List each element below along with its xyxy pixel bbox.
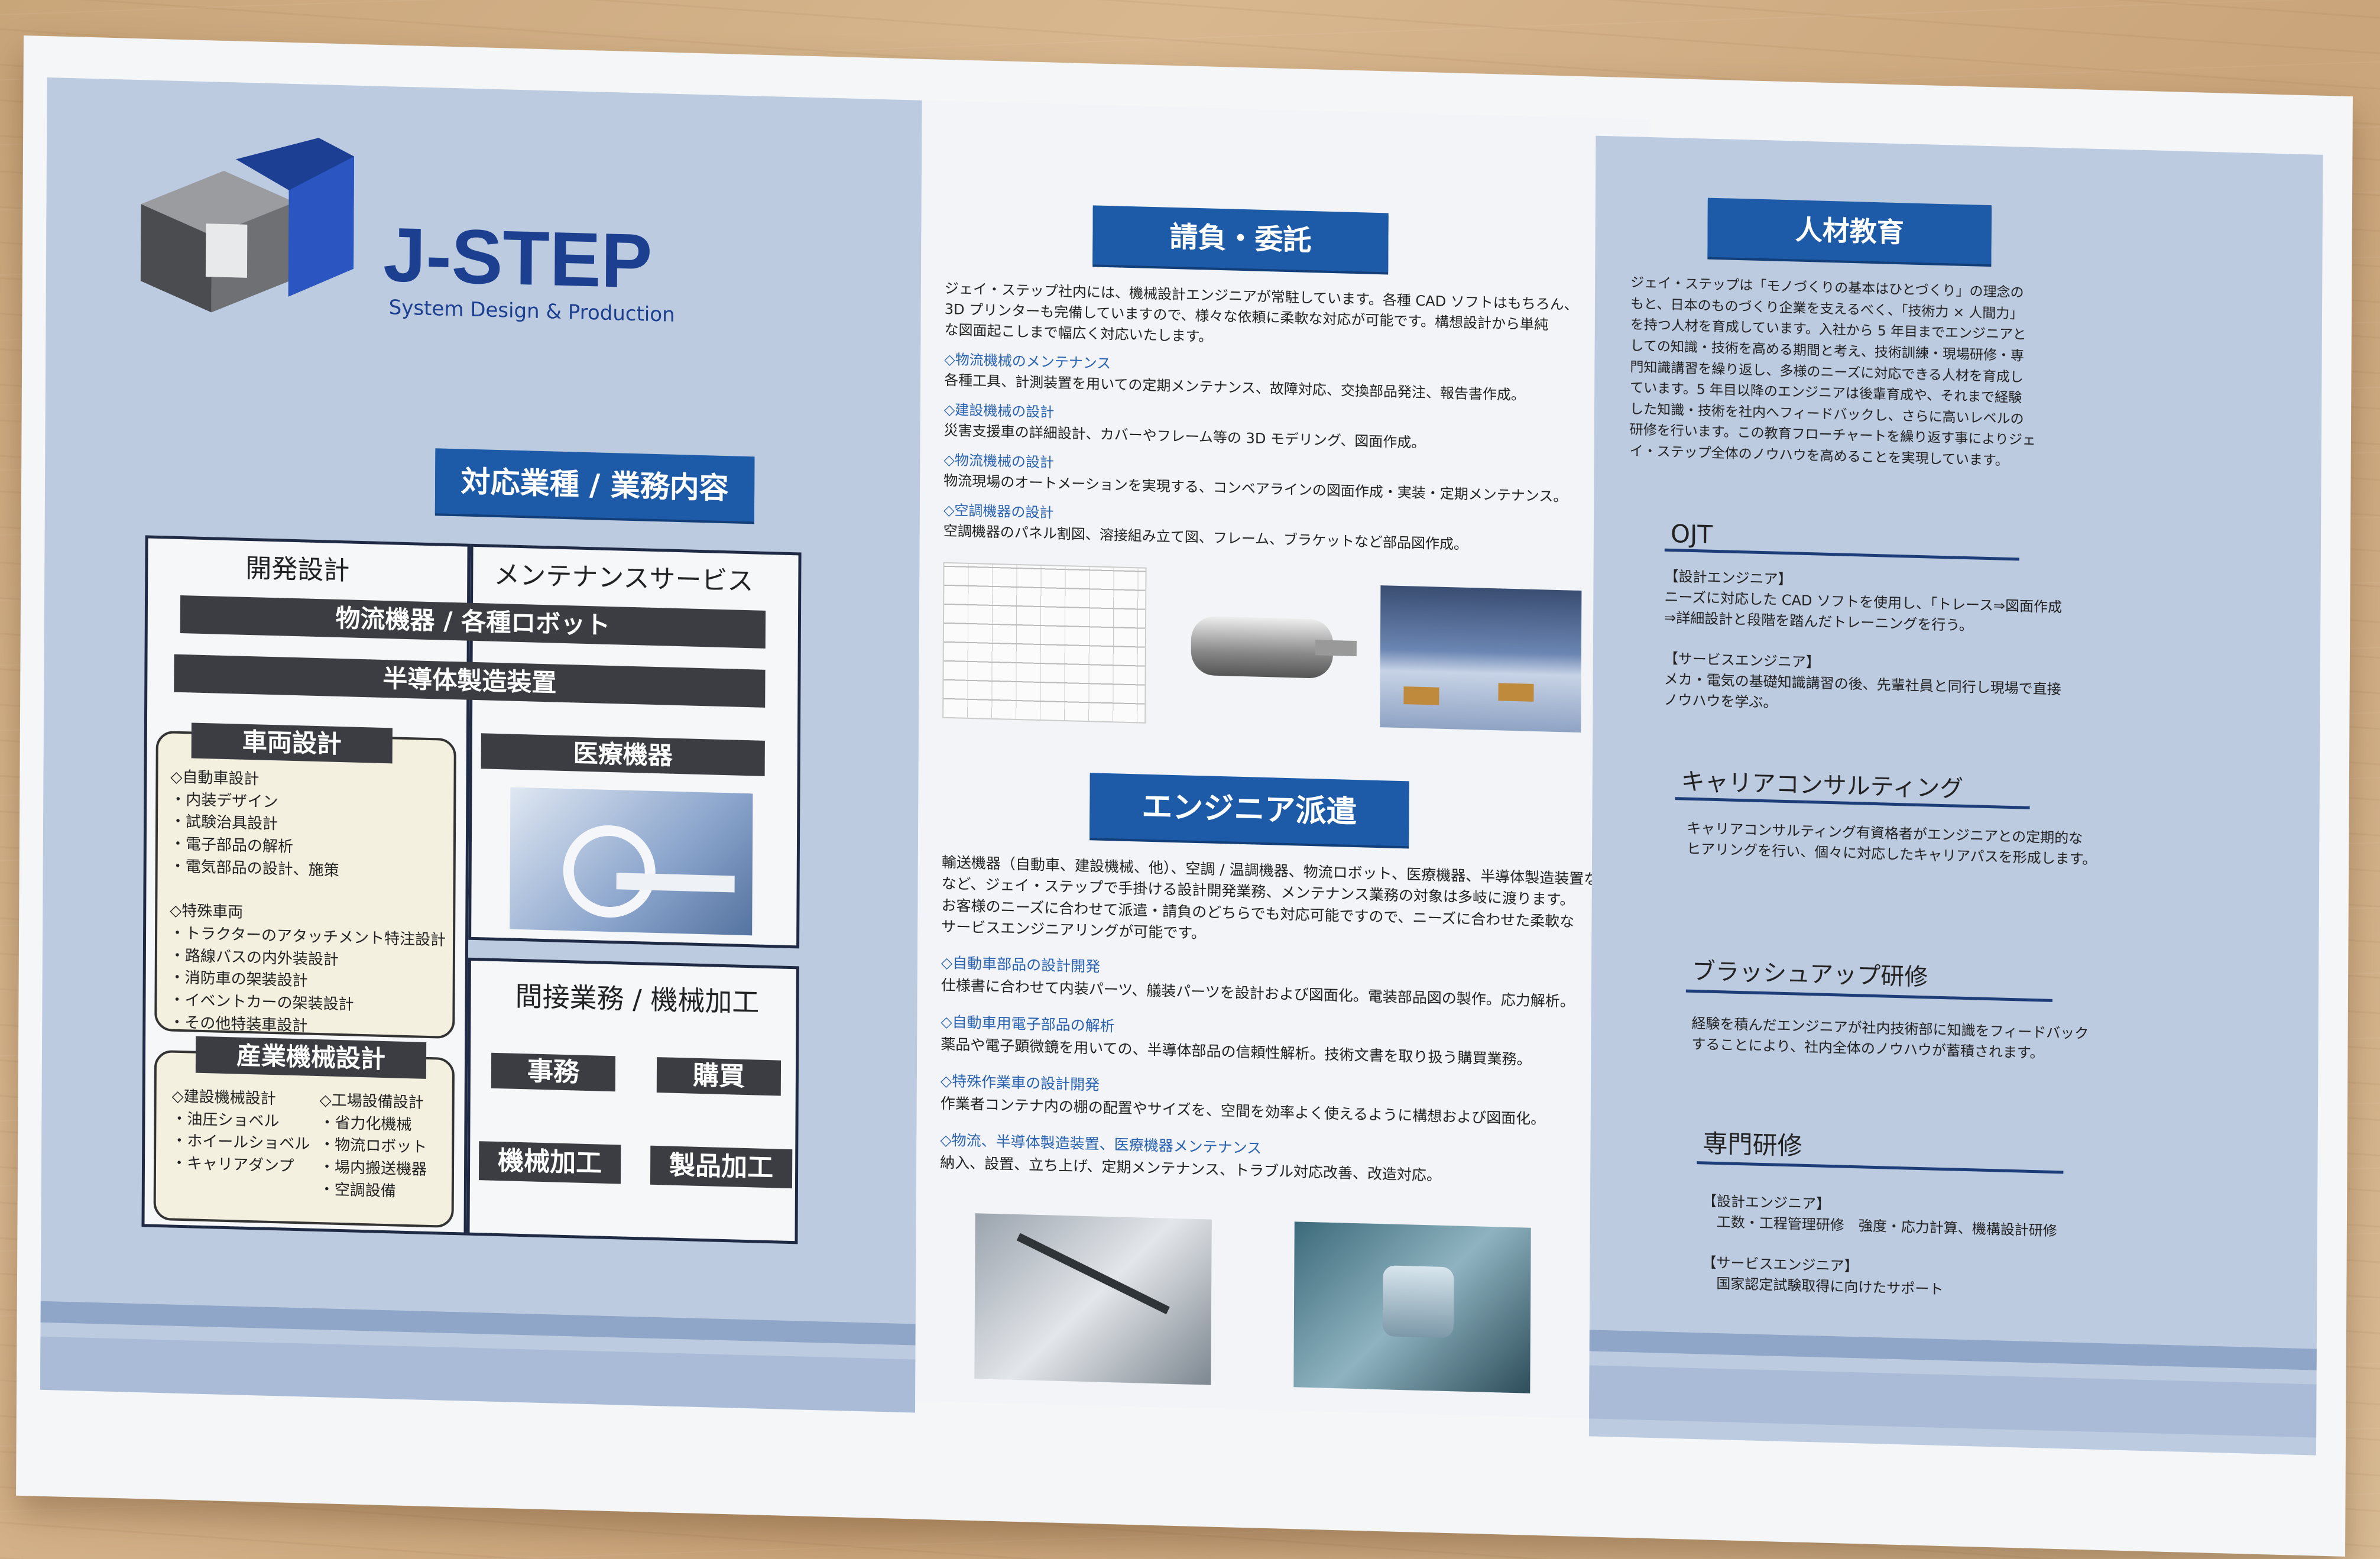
education-heading: 人材教育 bbox=[1707, 197, 1992, 265]
industrial-right-text: ◇工場設備設計 ・省力化機械 ・物流ロボット ・場内搬送機器 ・空調設備 bbox=[319, 1091, 427, 1201]
brochure-sheet: J-STEP System Design & Production 対応業種 /… bbox=[16, 35, 2353, 1557]
right-footer-band-thin bbox=[1589, 1330, 2317, 1370]
ojt-heading: OJT bbox=[1670, 518, 1713, 549]
right-panel: 人材教育 ジェイ・ステップは「モノづくりの基本はひとづくり」の理念の もと、日本… bbox=[1588, 135, 2323, 1456]
footer-band bbox=[40, 1336, 916, 1413]
middle-panel: 請負・委託 ジェイ・ステップ社内には、機械設計エンジニアが常駐しています。各種 … bbox=[915, 100, 1649, 1420]
contract-item-3-text: 物流現場のオートメーションを実現する、コンベアラインの図面作成・実装・定期メンテ… bbox=[943, 472, 1568, 505]
dispatch-item-3-text: 作業者コンテナ内の棚の配置やサイズを、空間を効率よく使えるように構想および図面化… bbox=[940, 1094, 1546, 1128]
dispatch-item-2-heading: ◇自動車用電子部品の解析 bbox=[941, 1013, 1115, 1035]
contract-item-4-heading: ◇空調機器の設計 bbox=[943, 501, 1054, 521]
ojt-underline bbox=[1664, 548, 2019, 561]
industrial-design-title: 産業機械設計 bbox=[195, 1036, 427, 1079]
brushup-text: 経験を積んだエンジニアが社内技術部に知識をフィードバック することにより、社内全… bbox=[1691, 1015, 2089, 1062]
purchase-button: 購買 bbox=[656, 1057, 782, 1096]
dev-design-title: 開発設計 bbox=[245, 553, 350, 586]
machining-button: 機械加工 bbox=[478, 1141, 621, 1184]
machined-part-image bbox=[1293, 1221, 1531, 1393]
ojt-text: 【設計エンジニア】 ニーズに対応した CAD ソフトを使用し、「トレース⇒図面作… bbox=[1664, 568, 2063, 711]
contract-item-1-text: 各種工具、計測装置を用いての定期メンテナンス、故障対応、交換部品発注、報告書作成… bbox=[944, 371, 1525, 404]
vehicle-design-text: ◇自動車設計 ・内装デザイン ・試験治具設計 ・電子部品の解析 ・電気部品の設計… bbox=[169, 768, 446, 1035]
brushup-heading: ブラッシュアップ研修 bbox=[1691, 957, 1928, 991]
special-heading: 専門研修 bbox=[1703, 1129, 1802, 1161]
mri-room-image bbox=[510, 787, 753, 936]
right-footer-band bbox=[1589, 1365, 2317, 1438]
warehouse-image bbox=[1380, 585, 1582, 732]
dispatch-intro: 輸送機器（自動車、建設機械、他）、空調 / 温調機器、物流ロボット、医療機器、半… bbox=[941, 853, 1628, 942]
drafting-tools-image bbox=[974, 1213, 1212, 1385]
contract-item-2-heading: ◇建設機械の設計 bbox=[943, 401, 1055, 421]
medical-title: 医療機器 bbox=[481, 733, 765, 776]
contract-item-4-text: 空調機器のパネル割図、溶接組み立て図、フレーム、ブラケットなど部品図作成。 bbox=[943, 522, 1468, 553]
dispatch-heading: エンジニア派遣 bbox=[1090, 773, 1409, 847]
footer-band-thin bbox=[40, 1301, 916, 1346]
indirect-title: 間接業務 / 機械加工 bbox=[515, 980, 760, 1019]
special-underline bbox=[1697, 1161, 2064, 1174]
career-text: キャリアコンサルティング有資格者がエンジニアとの定期的な ヒアリングを行い、個々… bbox=[1687, 819, 2097, 868]
vehicle-design-title: 車両設計 bbox=[191, 722, 393, 764]
j-step-logo-mark bbox=[140, 138, 354, 313]
3d-model-image bbox=[1167, 580, 1357, 715]
technical-drawing-image bbox=[942, 562, 1147, 724]
product-machining-button: 製品加工 bbox=[650, 1145, 793, 1189]
contract-intro: ジェイ・ステップ社内には、機械設計エンジニアが常駐しています。各種 CAD ソフ… bbox=[944, 280, 1578, 345]
industrial-left-text: ◇建設機械設計 ・油圧ショベル ・ホイールショベル ・キャリアダンプ bbox=[171, 1087, 310, 1176]
dispatch-item-3-heading: ◇特殊作業車の設計開発 bbox=[940, 1072, 1100, 1094]
services-heading: 対応業種 / 業務内容 bbox=[435, 448, 755, 522]
special-text: 【設計エンジニア】 工数・工程管理研修 強度・応力計算、機構設計研修 【サービス… bbox=[1702, 1192, 2057, 1298]
left-panel: J-STEP System Design & Production 対応業種 /… bbox=[40, 77, 922, 1413]
contract-item-2-text: 災害支援車の詳細設計、カバーやフレーム等の 3D モデリング、図面作成。 bbox=[943, 422, 1426, 452]
dispatch-item-1-heading: ◇自動車部品の設計開発 bbox=[941, 954, 1101, 975]
education-text: ジェイ・ステップは「モノづくりの基本はひとづくり」の理念の もと、日本のものづく… bbox=[1629, 275, 2036, 469]
office-button: 事務 bbox=[491, 1052, 616, 1092]
contract-item-3-heading: ◇物流機械の設計 bbox=[943, 451, 1054, 471]
contract-heading: 請負・委託 bbox=[1092, 205, 1389, 273]
maintenance-title: メンテナンスサービス bbox=[494, 559, 754, 597]
dispatch-item-1-text: 仕様書に合わせて内装パーツ、艤装パーツを設計および図面化。電装部品図の製作。応力… bbox=[941, 976, 1575, 1010]
dispatch-item-2-text: 薬品や電子顕微鏡を用いての、半導体部品の信頼性解析。技術文書を取り扱う購買業務。 bbox=[941, 1035, 1532, 1068]
